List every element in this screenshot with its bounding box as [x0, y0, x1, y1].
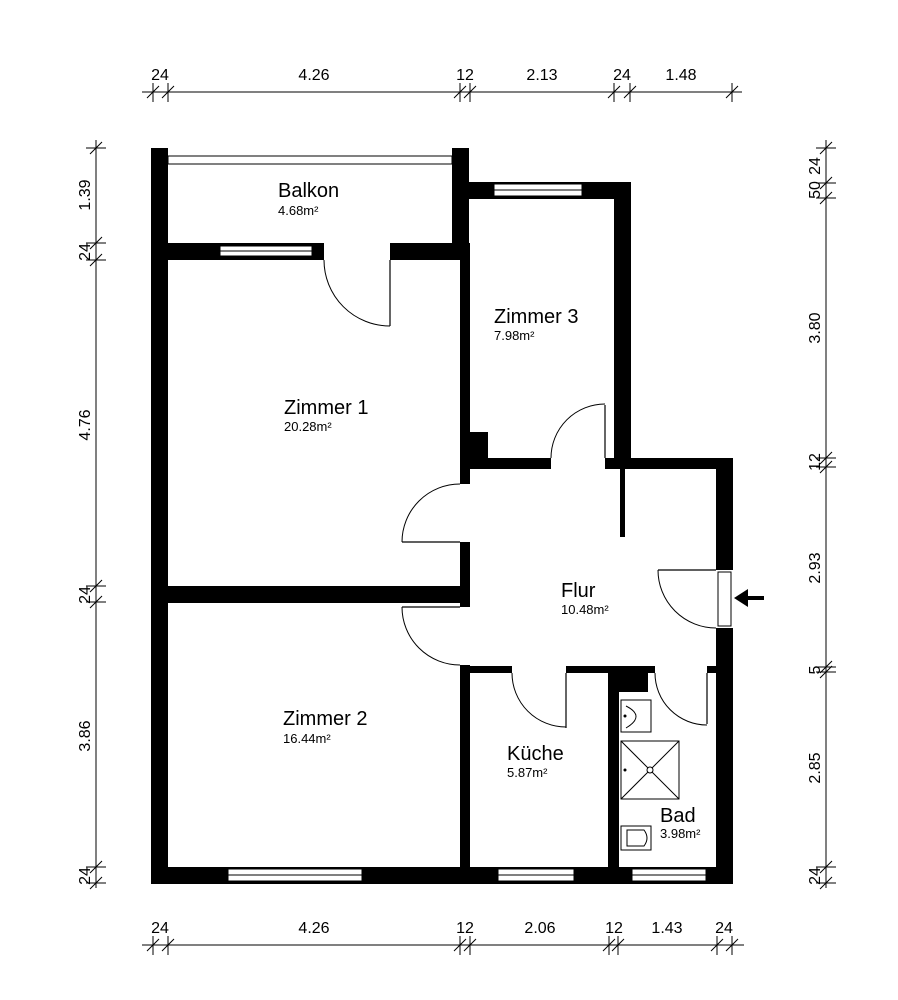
room-zimmer3: Zimmer 3 7.98m² [494, 306, 578, 343]
dim-right-4: 12 [807, 453, 824, 471]
dim-top-1: 24 [151, 67, 169, 84]
room-zimmer2: Zimmer 2 16.44m² [283, 708, 367, 746]
dim-left-4: 24 [77, 586, 94, 604]
dim-bottom-7: 24 [715, 920, 733, 937]
room-bad-name: Bad [660, 805, 696, 827]
room-kueche: Küche 5.87m² [507, 743, 564, 780]
room-flur-name: Flur [561, 580, 596, 602]
dim-top-2: 4.26 [298, 67, 329, 84]
room-kueche-name: Küche [507, 743, 564, 765]
room-zimmer3-area: 7.98m² [494, 328, 535, 343]
dim-right-3: 3.80 [807, 312, 824, 343]
room-flur-area: 10.48m² [561, 602, 609, 617]
dim-left-2: 24 [77, 243, 94, 261]
room-bad: Bad 3.98m² [660, 805, 701, 841]
shower-icon [620, 740, 680, 800]
dim-top-4: 2.13 [526, 67, 557, 84]
entrance-arrow-icon [734, 589, 764, 607]
dim-right-2: 50 [807, 181, 824, 199]
dim-right-5: 2.93 [807, 552, 824, 583]
dim-top-5: 24 [613, 67, 631, 84]
dim-top-6: 1.48 [665, 67, 696, 84]
dim-top-3: 12 [456, 67, 474, 84]
dimension-bottom: 24 4.26 12 2.06 12 1.43 24 [142, 920, 744, 955]
dim-bottom-2: 4.26 [298, 920, 329, 937]
room-balkon: Balkon 4.68m² [278, 180, 339, 218]
sink-icon [620, 699, 652, 733]
room-bad-area: 3.98m² [660, 826, 701, 841]
dimension-right: 24 50 3.80 12 2.93 5 2.85 24 [807, 140, 836, 890]
dim-left-3: 4.76 [77, 409, 94, 440]
dim-left-1: 1.39 [77, 179, 94, 210]
windows [167, 155, 732, 882]
room-zimmer3-name: Zimmer 3 [494, 306, 578, 328]
room-zimmer2-name: Zimmer 2 [283, 708, 367, 730]
room-flur: Flur 10.48m² [561, 580, 609, 617]
dim-bottom-1: 24 [151, 920, 169, 937]
dim-bottom-5: 12 [605, 920, 623, 937]
dim-bottom-3: 12 [456, 920, 474, 937]
door-swings [323, 259, 717, 728]
room-zimmer1-area: 20.28m² [284, 419, 332, 434]
dim-right-7: 2.85 [807, 752, 824, 783]
dim-right-8: 24 [807, 867, 824, 885]
toilet-icon [620, 825, 652, 851]
room-balkon-name: Balkon [278, 180, 339, 202]
dim-left-6: 24 [77, 867, 94, 885]
room-zimmer2-area: 16.44m² [283, 731, 331, 746]
dim-bottom-4: 2.06 [524, 920, 555, 937]
dim-bottom-6: 1.43 [651, 920, 682, 937]
dimension-top: 24 4.26 12 2.13 24 1.48 [142, 67, 742, 102]
room-zimmer1: Zimmer 1 20.28m² [284, 397, 368, 434]
dim-left-5: 3.86 [77, 720, 94, 751]
dim-right-1: 24 [807, 157, 824, 175]
room-balkon-area: 4.68m² [278, 203, 319, 218]
dimension-left: 1.39 24 4.76 24 3.86 24 [77, 140, 106, 890]
room-kueche-area: 5.87m² [507, 765, 548, 780]
room-zimmer1-name: Zimmer 1 [284, 397, 368, 419]
dim-right-6: 5 [807, 665, 824, 674]
